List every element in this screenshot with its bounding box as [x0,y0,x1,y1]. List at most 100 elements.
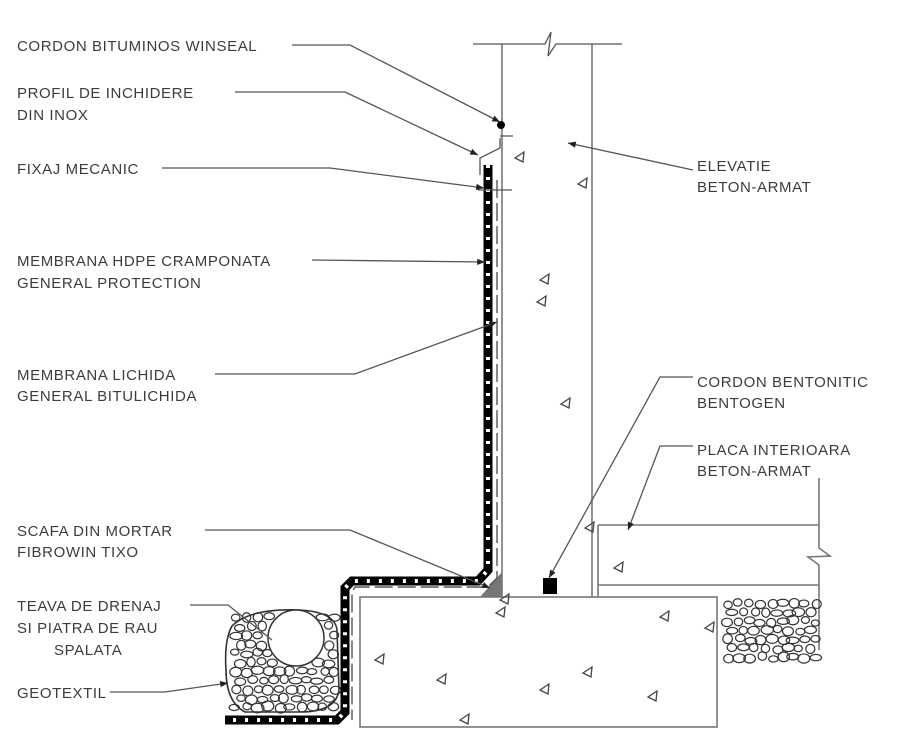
gravel-stone [295,666,309,675]
aggregate-mark [583,520,595,534]
gravel-stone [324,640,335,651]
svg-text:PLACA INTERIOARA: PLACA INTERIOARA [697,442,851,459]
gravel-stone [327,649,339,660]
gravel-stone [791,607,806,618]
aggregate-mark [494,605,506,619]
gravel-stone [799,635,811,644]
gravel-stone [781,642,796,653]
gravel-stone [803,625,818,635]
gravel-stone [328,666,339,678]
gravel-stone [236,694,246,703]
gravel-stone [277,692,289,704]
svg-text:GENERAL BITULICHIDA: GENERAL BITULICHIDA [17,388,197,405]
gravel-stone [269,693,281,703]
gravel-stone [285,684,299,695]
gravel-stone [748,642,759,653]
gravel-stone [266,658,279,668]
gravel-stone [279,673,289,685]
svg-text:FIXAJ MECANIC: FIXAJ MECANIC [17,161,139,178]
gravel-stone [726,642,738,653]
drain-pipe [267,609,325,667]
label-placa-interioara: PLACA INTERIOARA BETON-ARMAT [697,442,851,480]
svg-text:PROFIL DE INCHIDERE: PROFIL DE INCHIDERE [17,85,194,102]
label-elevatie: ELEVATIE BETON-ARMAT [697,158,811,196]
gravel-stone [311,657,326,668]
bitumen-cord [497,121,505,129]
gravel-stone [256,656,267,666]
gravel-stone [725,608,739,617]
break-line-top [473,31,622,57]
gravel-stone [321,659,336,669]
gravel-stone [250,702,265,714]
gravel-stone [296,684,306,695]
gravel-stone [250,665,265,675]
aggregate-mark [576,176,588,190]
bentonite-cord [543,578,557,594]
gravel-stone [244,639,257,649]
gravel-stone [323,695,335,703]
gravel-stone [240,650,254,659]
gravel-stone [253,685,264,694]
gravel-stone [317,702,328,711]
svg-text:DIN INOX: DIN INOX [17,107,88,124]
gravel-stone [723,653,735,664]
svg-text:SCAFA DIN MORTAR: SCAFA DIN MORTAR [17,523,173,540]
svg-text:ELEVATIE: ELEVATIE [697,158,771,175]
gravel-stone [323,620,334,630]
hdpe-membrane [225,165,493,725]
label-fixaj-mecanic: FIXAJ MECANIC [17,161,139,178]
gravel-stone [725,626,739,635]
gravel-stone [765,617,777,628]
gravel-stone [308,685,320,695]
label-profil-inchidere: PROFIL DE INCHIDERE DIN INOX [17,85,194,124]
aggregate-mark [559,396,571,410]
svg-text:MEMBRANA LICHIDA: MEMBRANA LICHIDA [17,367,176,384]
gravel-stone [234,623,246,633]
gravel-stone [743,598,754,608]
gravel-stone [329,630,340,640]
gravel-stone [252,631,263,640]
gravel-stone [743,653,757,664]
gravel-stone [810,634,821,643]
gravel-stone [320,667,330,676]
aggregate-mark [658,609,670,623]
gravel-stone [229,631,244,641]
aggregate-mark [458,712,470,726]
gravel-stone [241,612,252,623]
concrete-aggregate-marks [373,150,715,726]
gravel-stone [737,643,750,652]
gravel-stone [772,624,783,634]
aggregate-mark [498,592,510,606]
gravel-stone [732,653,747,664]
gravel-stone [229,666,243,678]
gravel-stone [268,675,280,685]
svg-text:BENTOGEN: BENTOGEN [697,395,786,412]
gravel-stone [318,685,329,695]
gravel-stone [798,599,810,608]
gravel-stone [785,636,800,645]
gravel-stone [274,702,287,714]
gravel-stone [246,620,257,632]
gravel-stone [263,612,276,621]
gravel-stone [236,639,247,651]
aggregate-mark [538,682,550,696]
gravel-stone [256,695,269,704]
interior-slab [597,478,833,650]
label-geotextil: GEOTEXTIL [17,685,106,702]
gravel-stone [747,625,760,636]
gravel-stone [811,599,822,610]
gravel-stone [760,624,775,635]
gravel-stone [722,633,733,645]
gravel-stone [273,685,285,693]
gravel-stone [234,677,247,687]
gravel-stone [732,598,743,607]
gravel-stone [761,607,771,618]
gravel-stone [242,685,254,697]
gravel-stone [306,701,320,712]
gravel-stone [781,626,795,637]
aggregate-mark [435,672,447,686]
gravel-stone [805,643,816,655]
gravel-stone [739,607,749,617]
gravel-stone [734,633,746,643]
drainage-gravel [228,612,342,714]
